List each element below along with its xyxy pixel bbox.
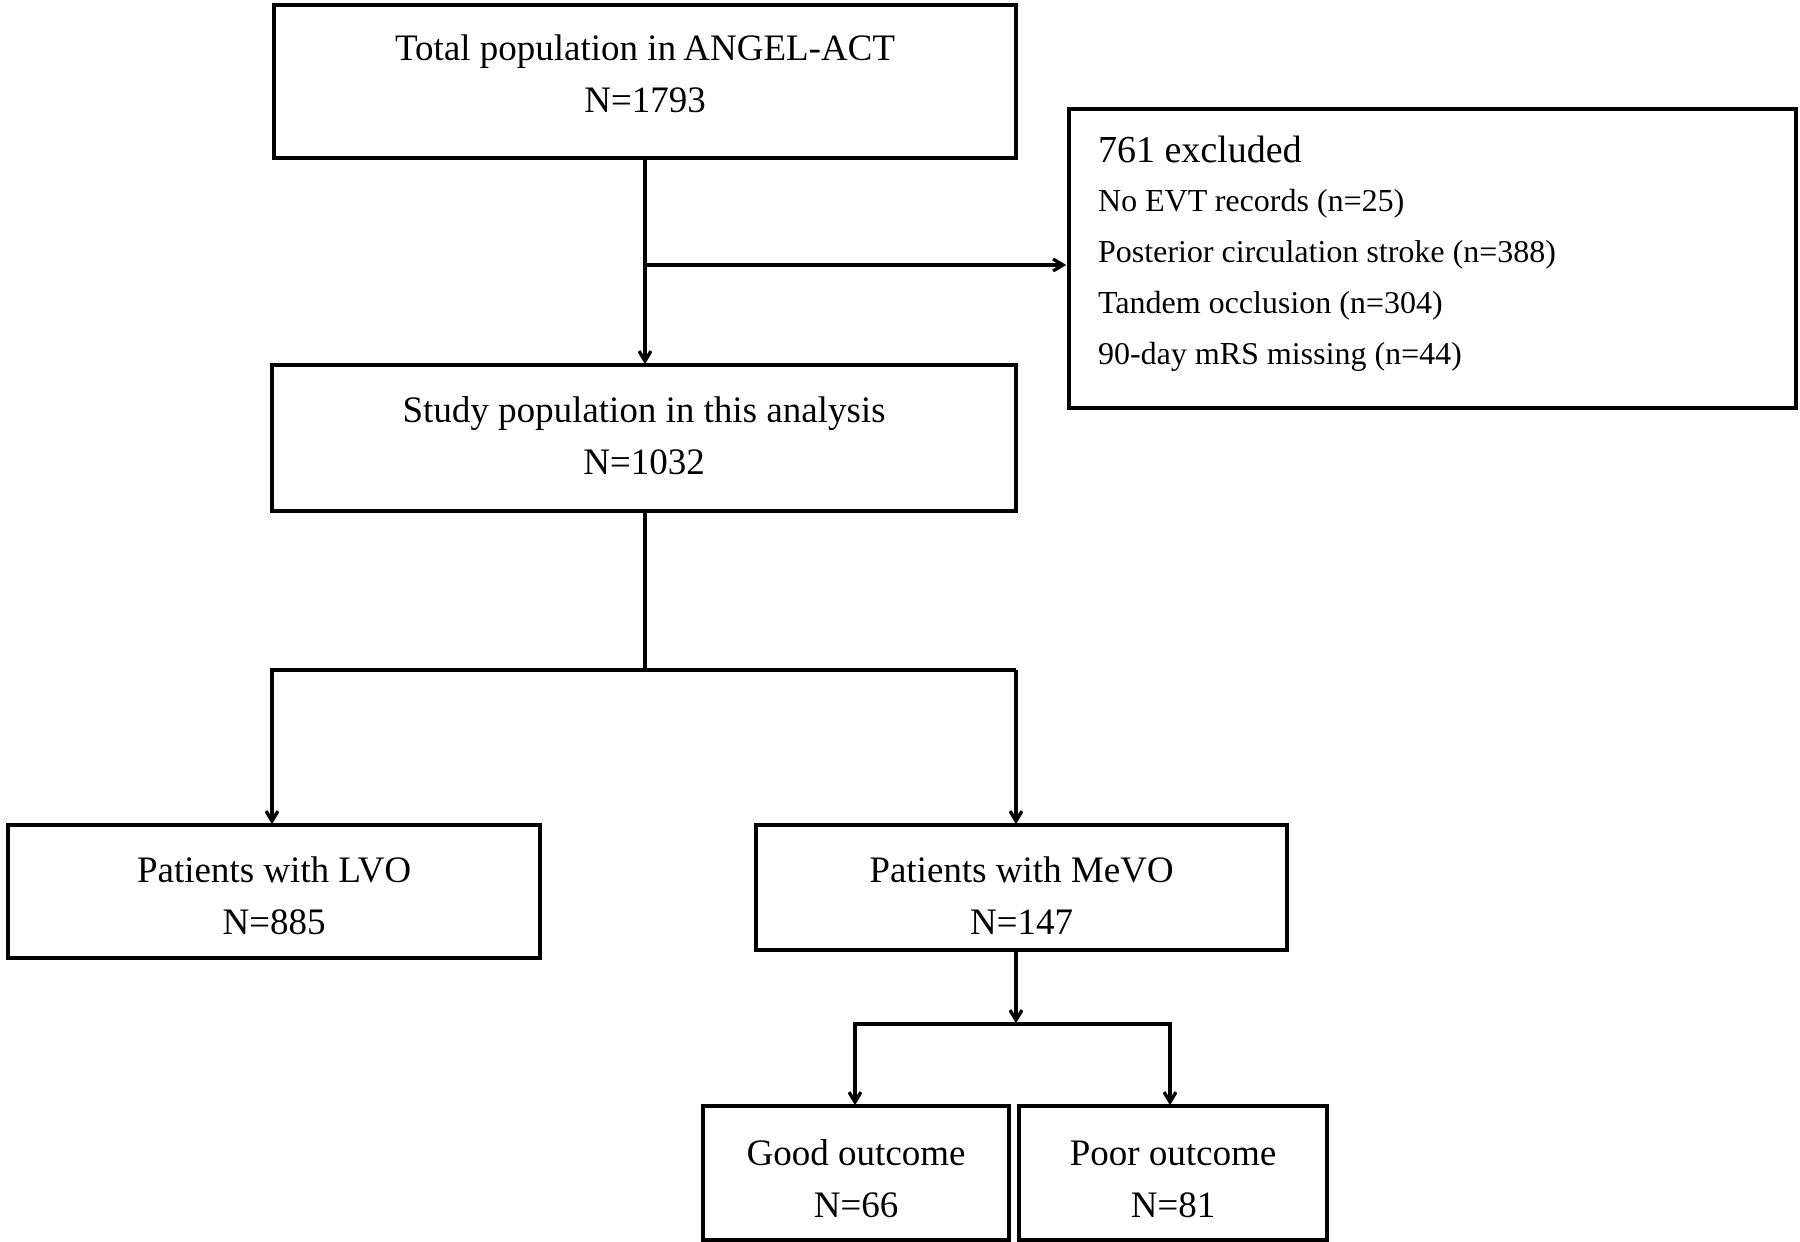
excluded-item: 90-day mRS missing (n=44) — [1098, 335, 1462, 371]
poor-outcome-n: N=81 — [1130, 1185, 1216, 1226]
study-population-n: N=1032 — [583, 442, 705, 483]
poor-outcome-box: Poor outcome N=81 — [1017, 1104, 1329, 1242]
lvo-n: N=885 — [222, 902, 326, 943]
excluded-box: 761 excluded No EVT records (n=25) Poste… — [1067, 107, 1798, 410]
good-outcome-title: Good outcome — [746, 1133, 966, 1174]
study-population-box: Study population in this analysis N=1032 — [270, 363, 1018, 513]
excluded-title: 761 excluded — [1098, 129, 1302, 171]
total-population-title: Total population in ANGEL-ACT — [395, 28, 895, 69]
mevo-title: Patients with MeVO — [869, 850, 1174, 891]
poor-outcome-title: Poor outcome — [1069, 1133, 1277, 1174]
total-population-box: Total population in ANGEL-ACT N=1793 — [272, 3, 1018, 160]
good-outcome-box: Good outcome N=66 — [701, 1104, 1011, 1242]
excluded-item: Posterior circulation stroke (n=388) — [1098, 233, 1556, 269]
lvo-title: Patients with LVO — [136, 850, 412, 891]
study-population-title: Study population in this analysis — [402, 390, 886, 431]
good-outcome-n: N=66 — [813, 1185, 899, 1226]
excluded-item: No EVT records (n=25) — [1098, 182, 1405, 218]
excluded-item: Tandem occlusion (n=304) — [1098, 284, 1443, 320]
lvo-box: Patients with LVO N=885 — [6, 823, 542, 960]
total-population-n: N=1793 — [584, 80, 706, 121]
mevo-box: Patients with MeVO N=147 — [754, 823, 1289, 952]
mevo-n: N=147 — [969, 902, 1074, 943]
